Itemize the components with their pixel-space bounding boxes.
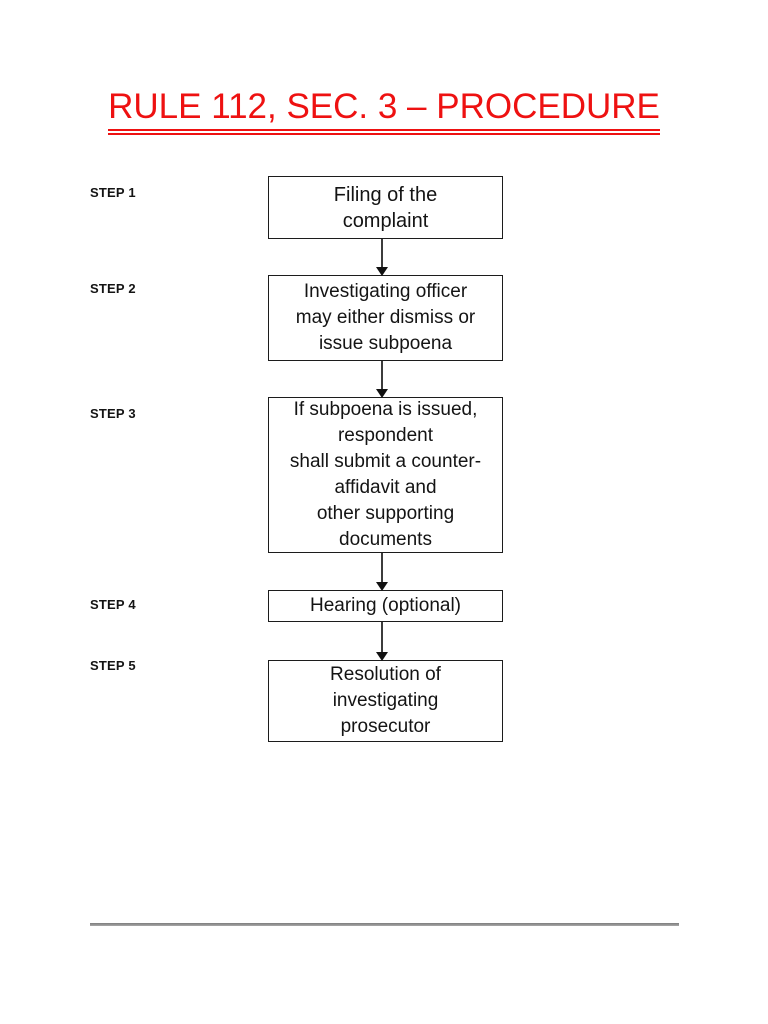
arrow-shaft [381,239,383,270]
arrow-head [375,267,388,276]
flow-box-step-5-text: Resolution of investigating prosecutor [330,664,441,737]
flow-box-step-4: Hearing (optional) [268,590,503,622]
arrow-shaft [381,361,383,392]
arrow-head [375,582,388,591]
arrow-head [375,652,388,661]
arrow-shaft [381,553,383,585]
step-3-label: STEP 3 [90,406,136,421]
flow-box-step-2: Investigating officer may either dismiss… [268,275,503,361]
step-2-label: STEP 2 [90,281,136,296]
flow-box-step-3-text: If subpoena is issued, respondent shall … [289,399,482,550]
flow-box-step-3: If subpoena is issued, respondent shall … [268,397,503,553]
flow-box-step-1: Filing of the complaint [268,176,503,239]
arrow-head [375,389,388,398]
step-1-label: STEP 1 [90,185,136,200]
footer-divider [90,923,679,926]
flow-box-step-5: Resolution of investigating prosecutor [268,660,503,742]
flow-box-step-1-text: Filing of the complaint [333,183,438,232]
down-arrow-icon [375,239,388,276]
step-4-label: STEP 4 [90,597,136,612]
flow-box-step-4-text: Hearing (optional) [309,595,462,616]
down-arrow-icon [375,622,388,661]
flow-box-step-2-text: Investigating officer may either dismiss… [295,281,476,354]
arrow-shaft [381,622,383,655]
step-5-label: STEP 5 [90,658,136,673]
page-title: RULE 112, SEC. 3 – PROCEDURE [0,86,768,135]
page-title-text: RULE 112, SEC. 3 – PROCEDURE [108,86,660,135]
down-arrow-icon [375,361,388,398]
down-arrow-icon [375,553,388,591]
